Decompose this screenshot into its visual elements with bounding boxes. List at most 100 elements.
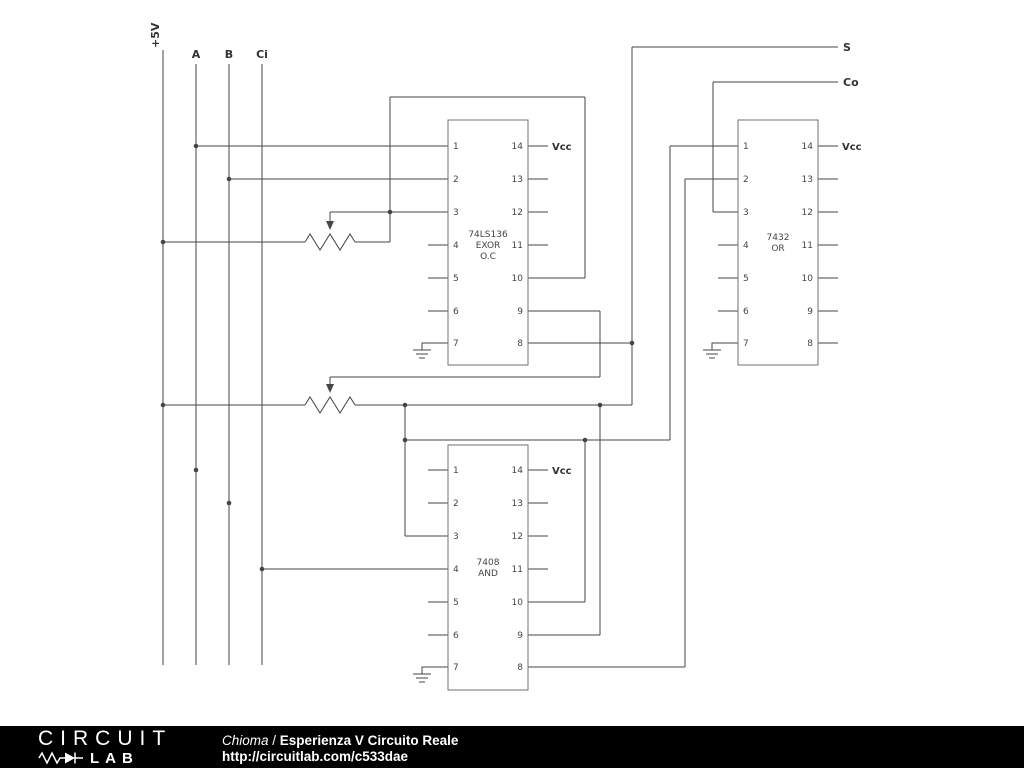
pin-label: 5 [453, 598, 459, 608]
pin-label: 2 [453, 499, 459, 509]
chip-7408 [447, 444, 529, 691]
circuit-url[interactable]: http://circuitlab.com/c533dae [222, 749, 409, 764]
separator: / [268, 733, 280, 748]
pin-label: 14 [802, 142, 814, 152]
pin-label: 4 [453, 241, 459, 251]
ground-symbol-u3 [413, 666, 431, 683]
pin-label: 8 [517, 339, 523, 349]
credits: Chioma / Esperienza V Circuito Reale htt… [222, 733, 458, 765]
chip-7408-labels: 7408 AND 1 2 3 4 5 6 7 14 13 12 11 10 9 … [453, 466, 523, 673]
pin-label: 6 [453, 631, 459, 641]
wire-u1-pin9 [329, 310, 601, 384]
output-label-co: Co [843, 76, 859, 89]
pin-label: 3 [453, 532, 459, 542]
wire-r1-net [163, 96, 586, 279]
ground-symbol-u1 [413, 342, 431, 359]
pin-label: 6 [743, 307, 749, 317]
pin-label: 6 [453, 307, 459, 317]
output-label-s: S [843, 41, 851, 54]
chip-name: 7408 [477, 558, 500, 568]
pin-label: 11 [512, 565, 523, 575]
pin-label: 1 [453, 142, 459, 152]
wire-s-net [548, 46, 838, 405]
ground-symbol-u2 [703, 342, 721, 359]
pin-label: 5 [743, 274, 749, 284]
pin-label: 9 [517, 307, 523, 317]
vcc-label-u3: Vcc [552, 466, 572, 477]
pin-label: 1 [743, 142, 749, 152]
junction-dots [160, 143, 635, 572]
pin-label: 10 [512, 274, 524, 284]
pin-label: 14 [512, 466, 524, 476]
chip-function: AND [478, 569, 498, 579]
circuitlab-logo[interactable]: CIRCUIT LAB [38, 728, 172, 767]
pin-label: 13 [512, 499, 523, 509]
wire-u3-pin10 [548, 440, 586, 603]
vcc-label-u2: Vcc [842, 142, 862, 153]
pin-label: 12 [512, 532, 523, 542]
u3-pin-stubs [428, 469, 548, 668]
pin-label: 8 [807, 339, 813, 349]
resistor-r2 [304, 396, 356, 414]
pin-label: 10 [802, 274, 814, 284]
pin-label: 10 [512, 598, 524, 608]
wire-co-net [712, 81, 838, 213]
pin-label: 12 [512, 208, 523, 218]
chip-7432 [737, 119, 819, 366]
pin-label: 9 [807, 307, 813, 317]
pin-label: 13 [802, 175, 813, 185]
power-label: +5V [149, 22, 162, 48]
resistors [304, 233, 356, 414]
pin-label: 7 [453, 663, 459, 673]
pin-label: 7 [743, 339, 749, 349]
input-label-b: B [225, 48, 233, 61]
pin-label: 9 [517, 631, 523, 641]
resistor-arrows [326, 221, 334, 393]
chip-function: EXOR [476, 241, 501, 251]
chip-function: OR [771, 244, 784, 254]
circuit-title: Esperienza V Circuito Reale [279, 733, 459, 748]
chip-74ls136 [447, 119, 529, 366]
pin-label: 5 [453, 274, 459, 284]
chip-74ls136-labels: 74LS136 EXOR O.C 1 2 3 4 5 6 7 14 13 12 … [453, 142, 523, 349]
pin-label: 2 [453, 175, 459, 185]
pin-label: 12 [802, 208, 813, 218]
wire-u3-pin9 [548, 405, 601, 636]
pin-label: 13 [512, 175, 523, 185]
wire-u1-pin3 [329, 211, 428, 221]
vcc-label-u1: Vcc [552, 142, 572, 153]
wires [162, 46, 838, 683]
chip-7432-labels: 7432 OR 1 2 3 4 5 6 7 14 13 12 11 10 9 8 [743, 142, 813, 349]
pin-label: 1 [453, 466, 459, 476]
pin-label: 4 [453, 565, 459, 575]
u2-pin-stubs [718, 145, 838, 344]
pin-label: 3 [743, 208, 749, 218]
arrow-icon-r1 [326, 221, 334, 230]
input-label-a: A [192, 48, 201, 61]
u1-pin-stubs [428, 145, 548, 344]
wire-u3-to-u2-pin2 [548, 178, 718, 668]
arrow-icon-r2 [326, 384, 334, 393]
pin-label: 7 [453, 339, 459, 349]
logo-text-lab: LAB [90, 749, 139, 767]
resistor-diode-icon [38, 751, 83, 765]
wire-u3-to-u2-pin1 [404, 145, 718, 537]
footer-bar: CIRCUIT LAB Chioma / Esperienza V Circui… [0, 726, 1024, 768]
resistor-r1 [304, 233, 356, 251]
pin-label: 8 [517, 663, 523, 673]
pin-label: 4 [743, 241, 749, 251]
pin-label: 11 [802, 241, 813, 251]
input-label-ci: Ci [256, 48, 268, 61]
chip-name: 7432 [767, 233, 790, 243]
author-name[interactable]: Chioma [222, 733, 269, 748]
logo-text-circuit: CIRCUIT [38, 726, 173, 750]
chip-note: O.C [480, 252, 496, 262]
ic-bodies [447, 119, 819, 691]
logo-symbol-row: LAB [38, 750, 172, 767]
pin-label: 2 [743, 175, 749, 185]
pin-label: 11 [512, 241, 523, 251]
pin-label: 14 [512, 142, 524, 152]
circuit-schematic: +5V A B Ci S Co Vcc Vcc Vcc 74LS136 EXOR… [149, 22, 862, 691]
chip-name: 74LS136 [468, 230, 508, 240]
